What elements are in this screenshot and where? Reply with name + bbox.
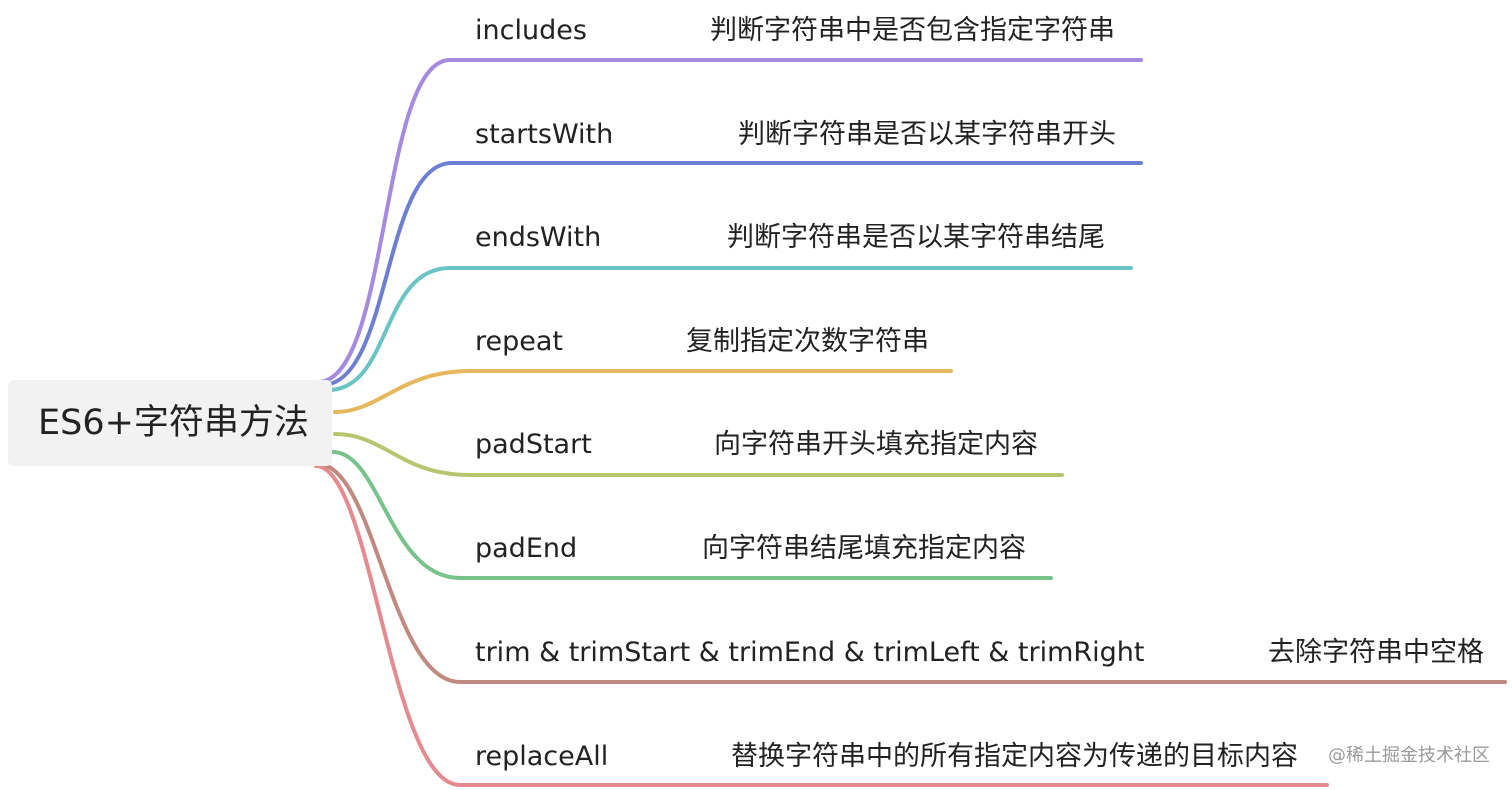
watermark: @稀土掘金技术社区 [1328, 745, 1490, 766]
connector-padend [331, 450, 1053, 580]
branch-label-padend[interactable]: padEnd [475, 533, 578, 564]
branch-label-includes[interactable]: includes [475, 15, 587, 46]
branch-label-replaceall[interactable]: replaceAll [475, 741, 609, 772]
branch-desc-padend: 向字符串结尾填充指定内容 [702, 533, 1026, 564]
branch-connectors [314, 58, 1507, 787]
connector-padstart [333, 432, 1064, 477]
branch-desc-padstart: 向字符串开头填充指定内容 [714, 429, 1038, 460]
branch-label-endswith[interactable]: endsWith [475, 222, 602, 253]
branch-desc-endswith: 判断字符串是否以某字符串结尾 [727, 222, 1105, 253]
branch-desc-includes: 判断字符串中是否包含指定字符串 [710, 15, 1115, 46]
branch-desc-trim: 去除字符串中空格 [1268, 637, 1484, 668]
branch-desc-startswith: 判断字符串是否以某字符串开头 [738, 119, 1116, 150]
branch-desc-replaceall: 替换字符串中的所有指定内容为传递的目标内容 [731, 741, 1298, 772]
connector-includes [316, 58, 1143, 384]
connector-trim [316, 462, 1507, 684]
connector-replaceall [314, 464, 1329, 787]
connector-startswith [320, 161, 1143, 387]
branch-label-repeat[interactable]: repeat [475, 326, 564, 357]
branch-label-startswith[interactable]: startsWith [475, 119, 614, 150]
root-node-label: ES6+字符串方法 [38, 403, 309, 443]
connector-repeat [333, 369, 953, 414]
connector-endswith [326, 266, 1133, 392]
branch-label-padstart[interactable]: padStart [475, 429, 592, 460]
root-node[interactable] [8, 380, 332, 466]
branch-label-trim[interactable]: trim & trimStart & trimEnd & trimLeft & … [475, 637, 1145, 668]
branch-desc-repeat: 复制指定次数字符串 [686, 326, 929, 357]
